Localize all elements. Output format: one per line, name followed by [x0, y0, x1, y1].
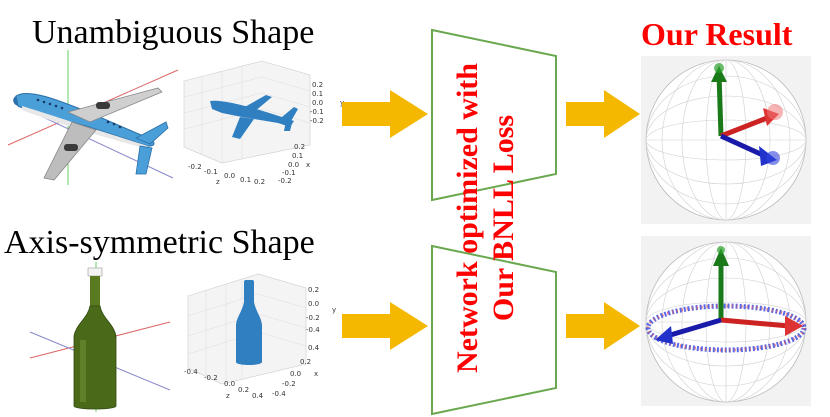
y-tick-2: 0.0 — [312, 99, 323, 107]
bottle-pointcloud-plot: 0.2 0.0 -0.2 -0.4 y 0.4 0.2 0.0 -0.2 -0.… — [184, 273, 336, 400]
y-tick-3: -0.4 — [306, 326, 320, 334]
x-tick-4: -0.2 — [278, 177, 292, 185]
z-tick-4: 0.2 — [254, 178, 265, 186]
x-tick-4: -0.4 — [272, 390, 286, 398]
axis-symmetric-shape-title: Axis-symmetric Shape — [4, 224, 315, 261]
network-label: Network optimized with Our BNLL Loss — [450, 38, 530, 398]
y-tick-2: -0.2 — [306, 314, 320, 322]
z-axis-label: z — [226, 392, 230, 400]
z-tick-4: 0.4 — [252, 392, 264, 400]
x-tick-1: 0.1 — [292, 152, 303, 160]
x-tick-1: 0.2 — [300, 358, 311, 366]
arrow-output-bottom — [566, 302, 640, 350]
airplane-render — [7, 50, 179, 185]
x-axis-label: x — [306, 161, 310, 169]
y-tick-3: -0.1 — [310, 108, 324, 116]
y-tick-4: -0.2 — [310, 117, 324, 125]
bottle-render — [29, 262, 171, 412]
arrow-output-top — [566, 90, 640, 138]
z-tick-3: 0.2 — [238, 386, 249, 394]
unambiguous-shape-title: Unambiguous Shape — [32, 14, 315, 51]
network-block-top — [431, 28, 557, 202]
x-axis-label: x — [314, 370, 318, 378]
y-tick-0: 0.2 — [308, 286, 319, 294]
result-sphere-top — [641, 56, 811, 224]
result-sphere-bottom — [641, 236, 811, 406]
airplane-pointcloud-plot: 0.2 0.1 0.0 -0.1 -0.2 y 0.2 0.1 0.0 -0.1… — [183, 60, 344, 186]
network-label-line2: Our BNLL Loss — [487, 114, 520, 322]
z-tick-1: -0.2 — [204, 374, 218, 382]
y-tick-1: 0.1 — [312, 90, 323, 98]
x-tick-3: -0.1 — [282, 169, 296, 177]
bottle-point-cloud — [236, 280, 262, 365]
x-tick-2: 0.0 — [288, 161, 299, 169]
our-result-title: Our Result — [641, 16, 793, 52]
z-tick-3: 0.1 — [240, 176, 251, 184]
y-tick-1: 0.0 — [308, 300, 319, 308]
x-tick-3: -0.2 — [282, 380, 296, 388]
z-tick-1: -0.1 — [204, 168, 218, 176]
z-tick-2: 0.0 — [224, 172, 235, 180]
x-tick-2: 0.0 — [290, 370, 301, 378]
y-axis-label: y — [332, 306, 336, 314]
arrow-input-top — [342, 90, 428, 138]
x-tick-0: 0.4 — [308, 344, 320, 352]
z-tick-0: -0.2 — [188, 163, 202, 171]
z-tick-0: -0.4 — [184, 368, 198, 376]
airplane-point-cloud — [210, 95, 298, 139]
z-tick-2: 0.0 — [224, 380, 235, 388]
arrow-input-bottom — [342, 302, 428, 350]
x-tick-0: 0.2 — [294, 143, 305, 151]
z-axis-label: z — [216, 178, 220, 186]
y-tick-0: 0.2 — [312, 81, 323, 89]
network-label-line1: Network optimized with — [451, 63, 484, 373]
network-block-bottom — [431, 244, 557, 416]
